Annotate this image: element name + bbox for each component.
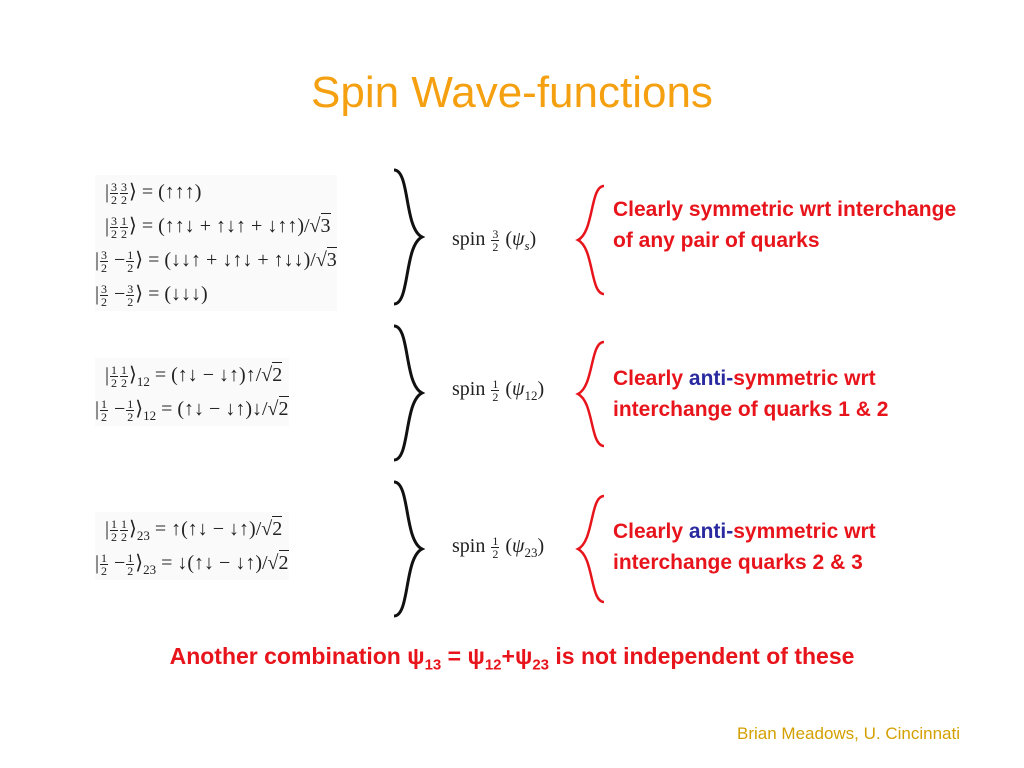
note-prefix: Clearly <box>613 520 689 543</box>
note-suffix: symmetric wrt interchange of quarks 1 & … <box>613 367 889 421</box>
anti-word: anti- <box>688 367 734 390</box>
doublet12-note: Clearly anti-symmetric wrt interchange o… <box>613 363 993 425</box>
note-prefix: Clearly <box>613 367 689 390</box>
psi-symbol: ψ <box>514 643 533 669</box>
conclusion-tail: is not independent of these <box>549 643 855 669</box>
quartet-brace-icon <box>393 168 426 306</box>
quartet-note-brace-icon <box>575 184 605 296</box>
doublet23-note: Clearly anti-symmetric wrt interchange q… <box>613 516 993 578</box>
doublet12-brace-icon <box>393 324 426 462</box>
note-suffix: symmetric wrt interchange quarks 2 & 3 <box>613 520 876 574</box>
quartet-note: Clearly symmetric wrt interchange of any… <box>613 198 957 252</box>
doublet23-brace-icon <box>393 480 426 618</box>
plus-sign: + <box>501 643 515 669</box>
author-credit: Brian Meadows, U. Cincinnati <box>737 724 960 743</box>
psi-subscript: 23 <box>532 656 549 674</box>
anti-word: anti- <box>688 520 734 543</box>
doublet12-note-brace-icon <box>575 340 605 448</box>
psi-symbol: ψ <box>467 643 485 669</box>
psi-subscript: 12 <box>484 656 502 674</box>
conclusion-lead: Another combination <box>169 643 408 669</box>
equals-sign: = <box>441 643 468 669</box>
psi-subscript: 13 <box>424 656 442 674</box>
doublet23-note-brace-icon <box>575 494 605 604</box>
conclusion-text: Another combination ψ13 = ψ12+ψ23 is not… <box>150 640 874 682</box>
psi-symbol: ψ <box>407 643 425 669</box>
slide-title: Spin Wave-functions <box>311 68 713 117</box>
